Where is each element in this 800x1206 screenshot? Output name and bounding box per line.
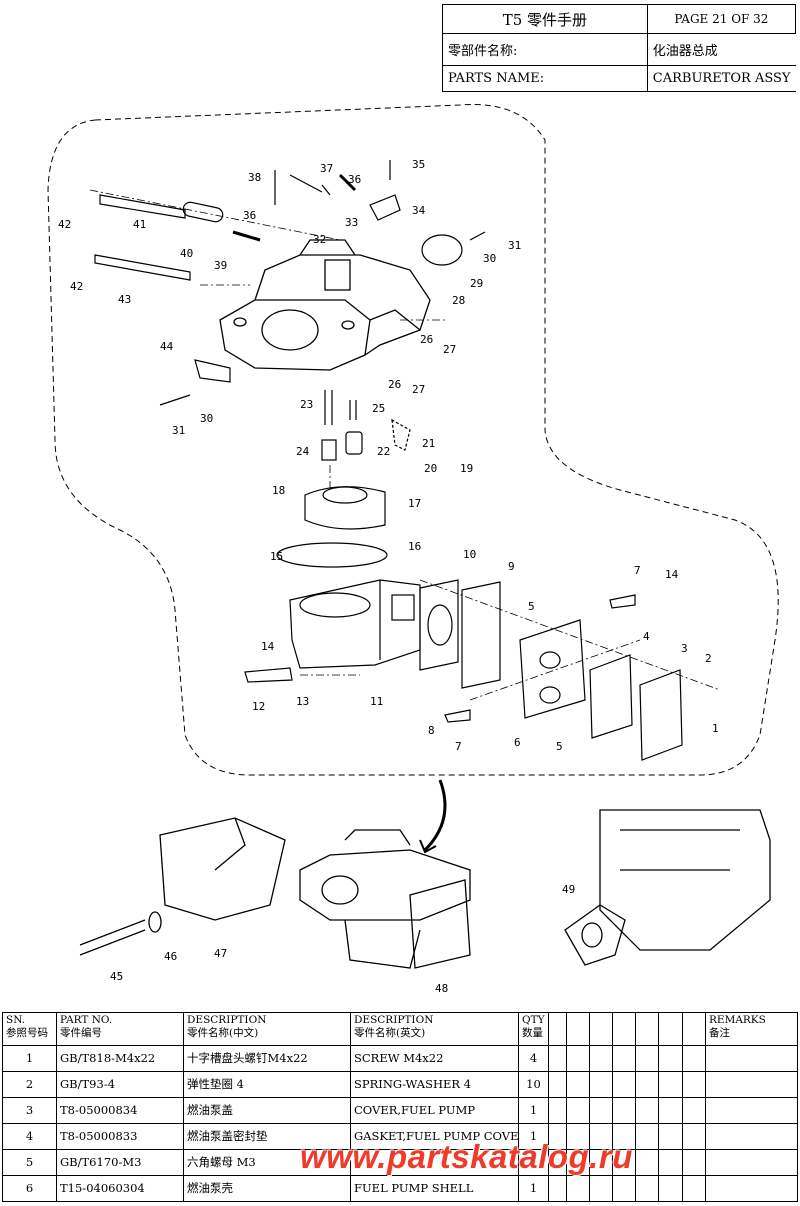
callout-label: 7 xyxy=(455,740,462,753)
table-row: 3 T8-05000834 燃油泵盖 COVER,FUEL PUMP 1 xyxy=(2,1097,798,1124)
callout-label: 30 xyxy=(483,252,496,265)
callout-label: 32 xyxy=(313,233,326,246)
callout-label: 8 xyxy=(428,724,435,737)
callout-label: 12 xyxy=(252,700,265,713)
exploded-diagram: 1 2 3 4 5 5 6 7 7 8 9 10 11 12 13 14 14 … xyxy=(47,103,779,995)
callout-label: 23 xyxy=(300,398,313,411)
callout-label: 2 xyxy=(705,652,712,665)
manual-title: T5 零件手册 xyxy=(442,4,648,34)
carburetor-body-drawing xyxy=(219,239,431,371)
callout-label: 44 xyxy=(160,340,174,353)
callout-label: 42 xyxy=(58,218,71,231)
callout-label: 5 xyxy=(556,740,563,753)
callout-label: 3 xyxy=(681,642,688,655)
part-name-en-label: PARTS NAME: xyxy=(442,65,648,92)
callout-label: 11 xyxy=(370,695,383,708)
callout-label: 27 xyxy=(443,343,456,356)
part-name-cn-label: 零部件名称: xyxy=(442,32,648,67)
callout-label: 9 xyxy=(508,560,515,573)
callout-label: 25 xyxy=(372,402,385,415)
callout-label: 6 xyxy=(514,736,521,749)
part-name-cn: 化油器总成 xyxy=(646,32,796,67)
table-row: 5 GB/T6170-M3 六角螺母 M3 xyxy=(2,1149,798,1176)
callout-label: 47 xyxy=(214,947,227,960)
callout-label: 5 xyxy=(528,600,535,613)
callout-label: 49 xyxy=(562,883,575,896)
callout-label: 1 xyxy=(712,722,719,735)
callout-label: 38 xyxy=(248,171,261,184)
callout-label: 30 xyxy=(200,412,213,425)
exploded-group-outline xyxy=(47,103,779,776)
callout-label: 36 xyxy=(243,209,256,222)
table-row: 6 T15-04060304 燃油泵壳 FUEL PUMP SHELL 1 xyxy=(2,1175,798,1202)
callout-label: 10 xyxy=(463,548,476,561)
col-sn: SN.参照号码 xyxy=(2,1012,57,1046)
callout-label: 20 xyxy=(424,462,437,475)
callout-label: 29 xyxy=(470,277,483,290)
callout-label: 40 xyxy=(180,247,193,260)
table-row: 4 T8-05000833 燃油泵盖密封垫 GASKET,FUEL PUMP C… xyxy=(2,1123,798,1150)
callout-label: 15 xyxy=(270,550,283,563)
callout-label: 45 xyxy=(110,970,123,983)
callout-label: 31 xyxy=(508,239,521,252)
callout-label: 14 xyxy=(261,640,275,653)
callout-label: 16 xyxy=(408,540,421,553)
table-row: 1 GB/T818-M4x22 十字槽盘头螺钉M4x22 SCREW M4x22… xyxy=(2,1045,798,1072)
assembled-carburetor-drawing xyxy=(79,809,771,969)
callout-label: 46 xyxy=(164,950,177,963)
callout-label: 19 xyxy=(460,462,473,475)
table-row: 2 GB/T93-4 弹性垫圈 4 SPRING-WASHER 4 10 xyxy=(2,1071,798,1098)
watermark: www.partskatalog.ru xyxy=(300,1138,633,1175)
page-indicator: PAGE 21 OF 32 xyxy=(646,4,797,34)
callout-label: 26 xyxy=(388,378,401,391)
callout-label: 28 xyxy=(452,294,465,307)
callout-label: 21 xyxy=(422,437,435,450)
callout-label: 35 xyxy=(412,158,425,171)
callout-labels: 1 2 3 4 5 5 6 7 7 8 9 10 11 12 13 14 14 … xyxy=(58,158,719,995)
callout-label: 4 xyxy=(643,630,650,643)
callout-label: 13 xyxy=(296,695,309,708)
callout-label: 36 xyxy=(348,173,361,186)
callout-label: 26 xyxy=(420,333,433,346)
callout-label: 41 xyxy=(133,218,146,231)
callout-label: 27 xyxy=(412,383,425,396)
callout-label: 14 xyxy=(665,568,679,581)
callout-label: 43 xyxy=(118,293,131,306)
header-block: T5 零件手册 PAGE 21 OF 32 零部件名称: 化油器总成 PARTS… xyxy=(442,4,797,92)
callout-label: 18 xyxy=(272,484,285,497)
callout-label: 31 xyxy=(172,424,185,437)
callout-label: 39 xyxy=(214,259,227,272)
callout-label: 17 xyxy=(408,497,421,510)
callout-label: 34 xyxy=(412,204,426,217)
part-name-en: CARBURETOR ASSY xyxy=(646,65,796,92)
callout-label: 42 xyxy=(70,280,83,293)
callout-label: 7 xyxy=(634,564,641,577)
col-part-no: PART NO.零件编号 xyxy=(56,1012,184,1046)
callout-label: 33 xyxy=(345,216,358,229)
callout-label: 24 xyxy=(296,445,310,458)
callout-label: 22 xyxy=(377,445,390,458)
callout-label: 48 xyxy=(435,982,448,995)
callout-label: 37 xyxy=(320,162,333,175)
